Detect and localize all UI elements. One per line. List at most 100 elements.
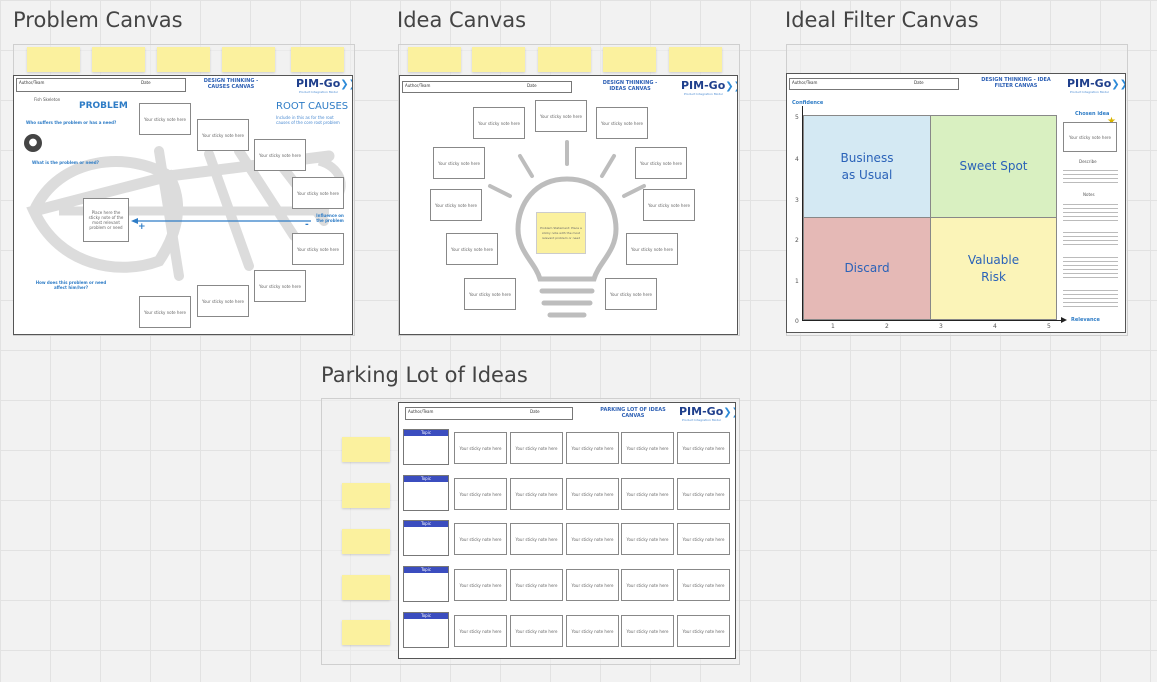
parking-note[interactable]: Your sticky note here [510,569,563,601]
root-cause-note[interactable]: Your sticky note here [292,233,344,265]
quadrant-sweet-spot[interactable]: Sweet Spot [930,115,1057,218]
parking-note[interactable]: Your sticky note here [677,615,730,647]
quadrant-valuable-risk[interactable]: Valuable Risk [930,217,1057,320]
root-cause-note[interactable]: Your sticky note here [139,296,191,328]
idea-board[interactable]: Author/Team Date DESIGN THINKING - IDEAS… [399,75,738,335]
parking-note[interactable]: Your sticky note here [510,615,563,647]
filter-board[interactable]: Author/Team Date DESIGN THINKING - IDEA … [786,73,1126,333]
parking-note[interactable]: Your sticky note here [677,478,730,510]
author-field[interactable]: Author/Team Date [402,81,572,93]
bulb-problem-note[interactable]: Problem Statement: Place a sticky note w… [536,212,586,254]
topic-card[interactable]: Topic [403,520,449,556]
parking-note[interactable]: Your sticky note here [454,432,507,464]
root-causes-heading: ROOT CAUSES [276,101,349,112]
sticky-note[interactable] [342,529,390,554]
center-problem-note[interactable]: Place here the sticky note of the most r… [83,198,129,242]
idea-note[interactable]: Your sticky note here [464,278,516,310]
board-title: PARKING LOT OF IDEAS CANVAS [600,407,666,419]
problem-board[interactable]: Author/Team Date DESIGN THINKING - CAUSE… [13,75,353,335]
sticky-note[interactable] [92,47,145,72]
sticky-note[interactable] [342,483,390,508]
parking-note[interactable]: Your sticky note here [566,432,619,464]
pim-go-logo: PIM-Go❯❯ [296,77,352,90]
topic-card[interactable]: Topic [403,566,449,602]
root-cause-note[interactable]: Your sticky note here [254,139,306,171]
board-title: DESIGN THINKING - CAUSES CANVAS [203,78,259,90]
parking-note[interactable]: Your sticky note here [454,523,507,555]
date-label: Date [530,409,540,414]
parking-note[interactable]: Your sticky note here [621,569,674,601]
parking-note[interactable]: Your sticky note here [677,569,730,601]
board-title: DESIGN THINKING - IDEA FILTER CANVAS [981,77,1051,89]
parking-note[interactable]: Your sticky note here [454,478,507,510]
quadrant-business-as-usual[interactable]: Business as Usual [803,115,931,218]
parking-note[interactable]: Your sticky note here [677,432,730,464]
minus-sign: - [305,220,309,230]
parking-note[interactable]: Your sticky note here [566,615,619,647]
lightbulb-icon [488,140,646,318]
parking-note[interactable]: Your sticky note here [621,615,674,647]
parking-note[interactable]: Your sticky note here [454,569,507,601]
parking-note[interactable]: Your sticky note here [510,432,563,464]
idea-note[interactable]: Your sticky note here [643,189,695,221]
topic-card[interactable]: Topic [403,612,449,648]
quadrant-discard[interactable]: Discard [803,217,931,320]
sticky-note[interactable] [342,620,390,645]
frame-title-idea[interactable]: Idea Canvas [397,8,527,32]
parking-note[interactable]: Your sticky note here [621,478,674,510]
author-field[interactable]: Author/Team Date [405,407,573,420]
x-axis-arrow-icon [1061,317,1067,323]
idea-note[interactable]: Your sticky note here [446,233,498,265]
root-cause-note[interactable]: Your sticky note here [197,119,249,151]
idea-note[interactable]: Your sticky note here [433,147,485,179]
trophy-icon: ★ [1107,116,1116,127]
parking-note[interactable]: Your sticky note here [621,432,674,464]
sticky-note[interactable] [342,575,390,600]
sticky-note[interactable] [538,47,591,72]
idea-note[interactable]: Your sticky note here [430,189,482,221]
sticky-note[interactable] [157,47,210,72]
parking-board[interactable]: Author/Team Date PARKING LOT OF IDEAS CA… [398,402,736,659]
root-cause-note[interactable]: Your sticky note here [292,177,344,209]
topic-label: Topic [404,476,448,482]
sticky-note[interactable] [603,47,656,72]
parking-note[interactable]: Your sticky note here [566,478,619,510]
frame-title-problem[interactable]: Problem Canvas [13,8,183,32]
frame-title-parking[interactable]: Parking Lot of Ideas [321,363,528,387]
idea-note[interactable]: Your sticky note here [535,100,587,132]
sticky-note[interactable] [222,47,275,72]
question-who: Who suffers the problem or has a need? [26,120,117,125]
parking-note[interactable]: Your sticky note here [566,569,619,601]
sticky-note[interactable] [472,47,525,72]
sticky-note[interactable] [27,47,80,72]
root-cause-note[interactable]: Your sticky note here [254,270,306,302]
idea-note[interactable]: Your sticky note here [605,278,657,310]
idea-note[interactable]: Your sticky note here [635,147,687,179]
topic-card[interactable]: Topic [403,429,449,465]
idea-note[interactable]: Your sticky note here [596,107,648,139]
author-field[interactable]: Author/Team Date [789,78,959,90]
parking-note[interactable]: Your sticky note here [677,523,730,555]
topic-card[interactable]: Topic [403,475,449,511]
chosen-idea-note[interactable]: Your sticky note here [1063,122,1117,152]
sticky-note[interactable] [342,437,390,462]
pim-go-logo: PIM-Go❯❯ [681,79,737,92]
x-tick-5: 5 [1047,323,1051,330]
problem-heading: PROBLEM [79,101,128,111]
root-cause-note[interactable]: Your sticky note here [139,103,191,135]
root-cause-note[interactable]: Your sticky note here [197,285,249,317]
sticky-note[interactable] [291,47,344,72]
sticky-note[interactable] [408,47,461,72]
idea-note[interactable]: Your sticky note here [473,107,525,139]
author-field[interactable]: Author/Team Date [16,78,186,92]
parking-note[interactable]: Your sticky note here [621,523,674,555]
parking-note[interactable]: Your sticky note here [454,615,507,647]
parking-note[interactable]: Your sticky note here [510,523,563,555]
frame-title-filter[interactable]: Ideal Filter Canvas [785,8,979,32]
parking-note[interactable]: Your sticky note here [566,523,619,555]
side-text-block [1063,287,1118,309]
side-notes-label: Notes [1083,192,1095,197]
parking-note[interactable]: Your sticky note here [510,478,563,510]
idea-note[interactable]: Your sticky note here [626,233,678,265]
sticky-note[interactable] [669,47,722,72]
